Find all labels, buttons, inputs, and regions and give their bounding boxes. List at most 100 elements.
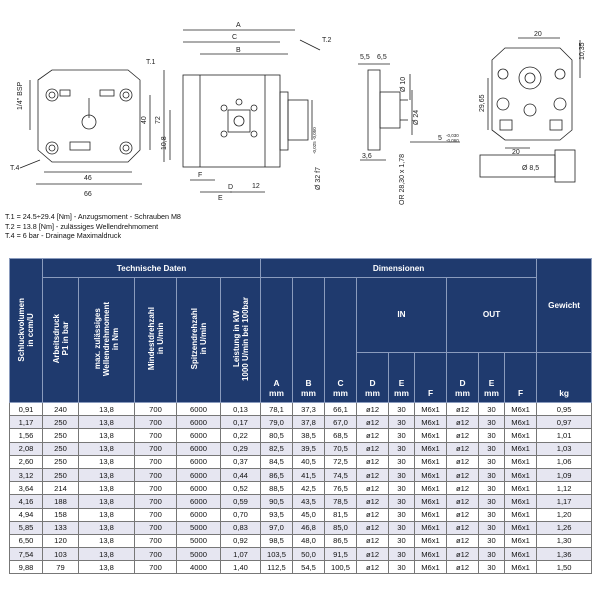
- hdr-f-out: F: [503, 351, 538, 404]
- table-cell: 700: [134, 520, 177, 535]
- table-cell: M6x1: [414, 481, 447, 496]
- table-cell: 6000: [176, 507, 221, 522]
- table-cell: 6000: [176, 481, 221, 496]
- table-cell: M6x1: [414, 547, 447, 562]
- table-cell: M6x1: [414, 520, 447, 535]
- table-cell: ø12: [446, 494, 479, 509]
- table-cell: 13,8: [78, 441, 135, 456]
- hdr-kg: kg: [536, 351, 593, 404]
- table-cell: 240: [42, 401, 79, 417]
- table-cell: ø12: [356, 441, 389, 456]
- label-or: OR 28,30 x 1,78: [399, 154, 406, 205]
- table-cell: M6x1: [414, 441, 447, 456]
- hdr-e-in: E mm: [388, 351, 415, 404]
- table-cell: 13,8: [78, 415, 135, 430]
- label-r29-65: 29,65: [479, 94, 486, 112]
- table-cell: 30: [388, 441, 415, 456]
- table-cell: 30: [478, 494, 505, 509]
- table-cell: 13,8: [78, 507, 135, 522]
- table-cell: 30: [478, 467, 505, 483]
- table-cell: 30: [388, 494, 415, 509]
- table-cell: 0,44: [220, 467, 261, 483]
- table-cell: 13,8: [78, 428, 135, 443]
- hdr-d-out: D mm: [446, 351, 479, 404]
- table-cell: 1,01: [536, 428, 593, 443]
- hdr-b: B mm: [292, 277, 325, 403]
- label-r20b: 20: [512, 149, 520, 156]
- label-f: F: [198, 172, 202, 179]
- table-cell: 250: [42, 467, 79, 483]
- table-cell: 90,5: [260, 494, 293, 509]
- table-cell: ø12: [446, 560, 479, 575]
- table-cell: 30: [478, 533, 505, 549]
- table-cell: 50,0: [292, 547, 325, 562]
- table-cell: M6x1: [503, 454, 538, 469]
- table-cell: 30: [478, 560, 505, 575]
- table-cell: 93,5: [260, 507, 293, 522]
- table-cell: 0,22: [220, 428, 261, 443]
- table-cell: 67,0: [324, 415, 357, 430]
- table-cell: 39,5: [292, 441, 325, 456]
- label-d: D: [228, 184, 233, 191]
- table-cell: 0,37: [220, 454, 261, 469]
- table-cell: 88,5: [260, 481, 293, 496]
- table-cell: 1,36: [536, 547, 593, 562]
- table-cell: ø12: [356, 520, 389, 535]
- table-cell: 30: [478, 415, 505, 430]
- table-cell: 79: [42, 560, 79, 575]
- table-cell: 0,70: [220, 507, 261, 522]
- table-cell: 13,8: [78, 481, 135, 496]
- label-w46: 46: [84, 175, 92, 182]
- table-cell: 37,3: [292, 401, 325, 417]
- table-cell: 40,5: [292, 454, 325, 469]
- table-cell: M6x1: [503, 560, 538, 575]
- hdr-dimensionen: Dimensionen: [259, 258, 538, 278]
- spec-table-wrap: Schluckvolumen in ccm/U Technische Daten…: [9, 258, 593, 575]
- table-cell: 41,5: [292, 467, 325, 483]
- table-cell: 30: [478, 481, 505, 496]
- table-cell: 9,88: [9, 560, 43, 575]
- table-cell: 1,12: [536, 481, 593, 496]
- hdr-schluckvolumen: Schluckvolumen in ccm/U: [9, 258, 43, 403]
- label-e: E: [218, 195, 223, 202]
- table-cell: 4,16: [9, 494, 43, 509]
- table-cell: 700: [134, 560, 177, 575]
- label-key: 5: [438, 135, 442, 142]
- table-cell: 1,07: [220, 547, 261, 562]
- table-cell: 37,8: [292, 415, 325, 430]
- table-cell: 6000: [176, 467, 221, 483]
- table-cell: 0,52: [220, 481, 261, 496]
- table-cell: 1,50: [536, 560, 593, 575]
- table-cell: 1,56: [9, 428, 43, 443]
- table-cell: 1,20: [536, 507, 593, 522]
- table-cell: 98,5: [260, 533, 293, 549]
- table-cell: ø12: [356, 428, 389, 443]
- table-cell: 250: [42, 441, 79, 456]
- table-cell: 30: [388, 415, 415, 430]
- table-cell: 0,83: [220, 520, 261, 535]
- table-cell: 103: [42, 547, 79, 562]
- table-cell: 0,17: [220, 415, 261, 430]
- table-cell: 112,5: [260, 560, 293, 575]
- table-cell: 45,0: [292, 507, 325, 522]
- table-cell: M6x1: [414, 507, 447, 522]
- table-cell: 0,91: [9, 401, 43, 417]
- label-r8-5: Ø 8,5: [522, 165, 539, 172]
- table-cell: ø12: [446, 454, 479, 469]
- hdr-spitzendrehzahl: Spitzendrehzahl in U/min: [176, 277, 221, 403]
- table-cell: M6x1: [414, 454, 447, 469]
- label-shaft: Ø 32 f7: [315, 167, 322, 190]
- note-t1: T.1 = 24.5÷29.4 [Nm] - Anzugsmoment - Sc…: [5, 212, 181, 221]
- table-cell: 700: [134, 454, 177, 469]
- label-r10-35: 10,35: [579, 42, 586, 60]
- table-cell: 13,8: [78, 520, 135, 535]
- table-cell: 700: [134, 467, 177, 483]
- table-cell: ø12: [446, 467, 479, 483]
- note-t2: T.2 = 13.8 [Nm] - zulässiges Wellendrehm…: [5, 221, 159, 231]
- table-cell: ø12: [356, 481, 389, 496]
- label-t1: T.1: [146, 59, 155, 66]
- table-cell: 30: [388, 401, 415, 417]
